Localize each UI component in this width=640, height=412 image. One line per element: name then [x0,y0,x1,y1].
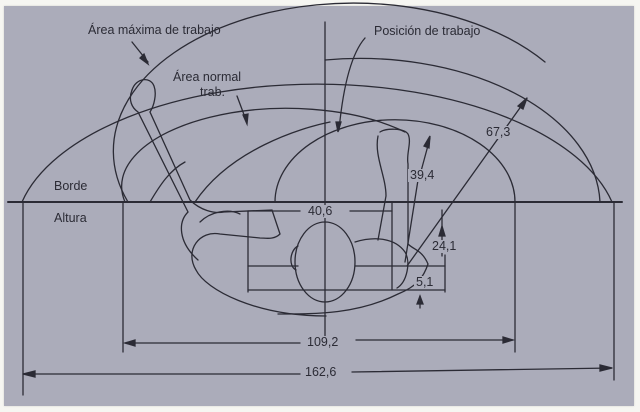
dimension-162-6: 162,6 [303,365,339,379]
max-area-label: Área máxima de trabajo [88,23,221,37]
dimension-40-6: 40,6 [306,204,335,218]
dimension-39-4: 39,4 [408,168,437,182]
max-area-arc-right [324,57,601,203]
work-position-label: Posición de trabajo [374,24,481,38]
height-label: Altura [54,211,87,225]
dimension-24-1: 24,1 [430,239,459,253]
dimension-109-2: 109,2 [305,335,341,349]
normal-area-label-2: trab. [200,85,226,99]
dimension-5-1: 5,1 [414,275,436,289]
normal-area-arc-right [274,119,516,203]
max-area-arc-left-shoulder [112,2,546,203]
edge-label: Borde [54,179,88,193]
max-area-arc [21,83,613,203]
normal-area-label-1: Área normal [173,70,242,84]
left-arm [131,79,327,317]
normal-area-arc-left [121,107,406,203]
right-arm [277,128,429,315]
head [294,221,356,303]
dimension-67-3: 67,3 [484,125,513,139]
